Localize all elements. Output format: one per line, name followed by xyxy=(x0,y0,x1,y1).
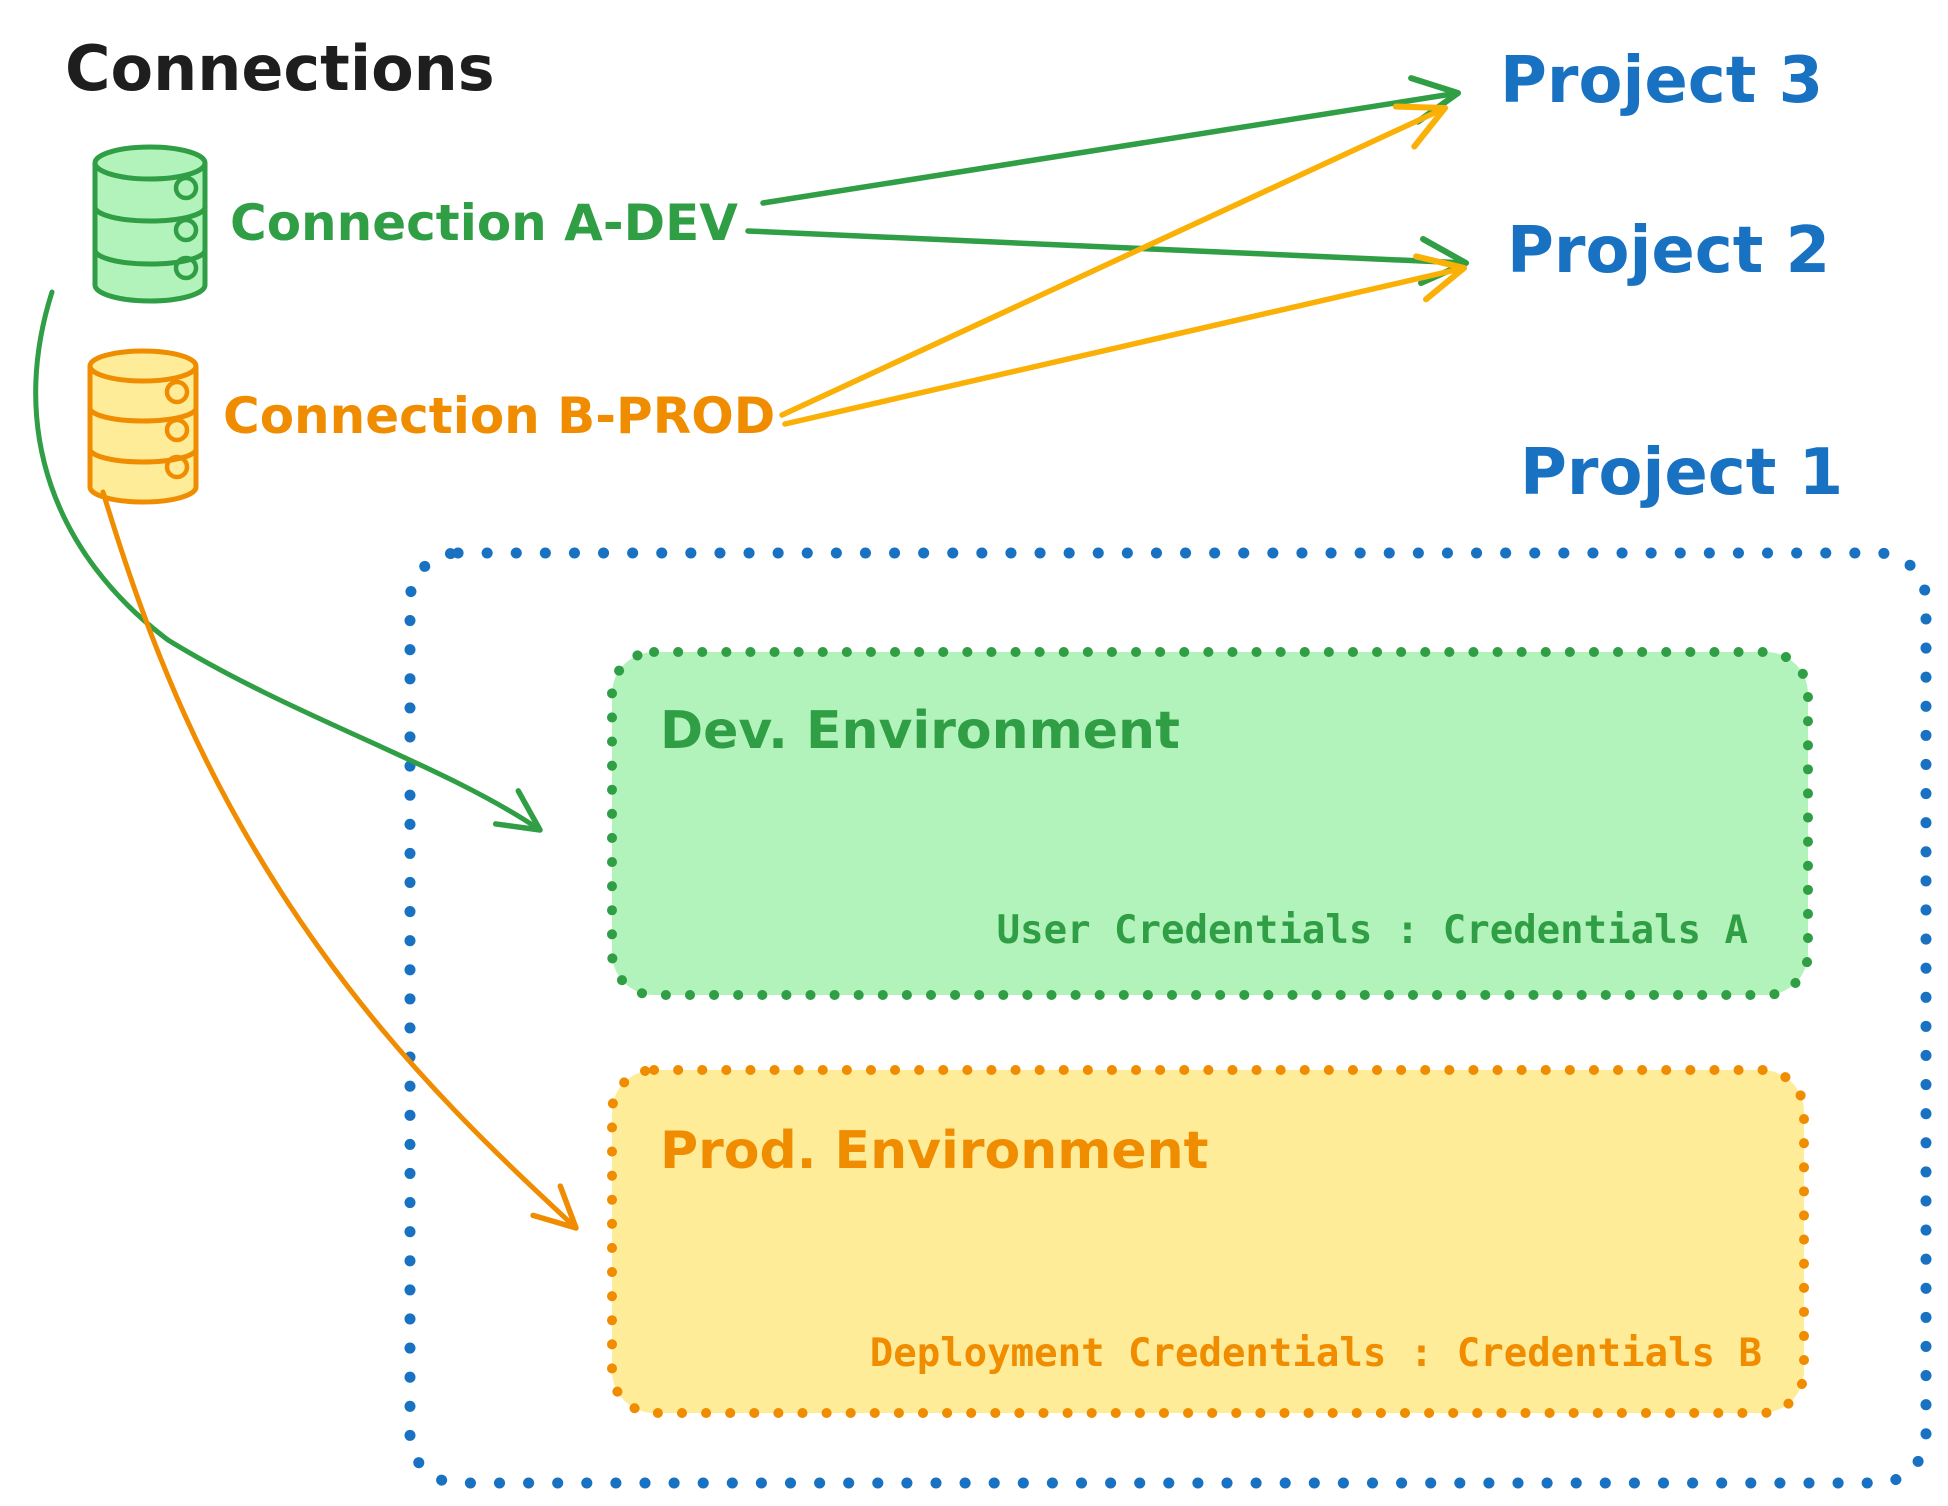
arrow-adev-to-project2 xyxy=(745,228,1470,287)
dev-environment-title: Dev. Environment xyxy=(660,701,1180,761)
project-3-label: Project 3 xyxy=(1500,44,1823,118)
prod-environment-box xyxy=(607,1065,1809,1418)
prod-environment-title: Prod. Environment xyxy=(660,1121,1209,1181)
project-1-label: Project 1 xyxy=(1520,436,1843,510)
project-2-label: Project 2 xyxy=(1507,214,1830,288)
prod-environment-credentials: Deployment Credentials : Credentials B xyxy=(870,1331,1762,1376)
connection-a-label: Connection A-DEV xyxy=(230,194,738,252)
project-1-box xyxy=(404,547,1932,1489)
dev-environment-credentials: User Credentials : Credentials A xyxy=(997,908,1748,953)
arrow-bprod-to-prod-environment xyxy=(100,489,579,1231)
database-icon xyxy=(87,348,199,505)
page-title: Connections xyxy=(65,32,495,105)
connection-b-label: Connection B-PROD xyxy=(223,387,775,445)
database-icon xyxy=(92,144,208,304)
arrow-bprod-to-project2 xyxy=(782,253,1468,427)
arrow-adev-to-project3 xyxy=(760,75,1462,206)
arrow-bprod-to-project3 xyxy=(779,103,1449,418)
dev-environment-box xyxy=(607,647,1813,1000)
arrow-adev-to-dev-environment xyxy=(33,289,543,833)
